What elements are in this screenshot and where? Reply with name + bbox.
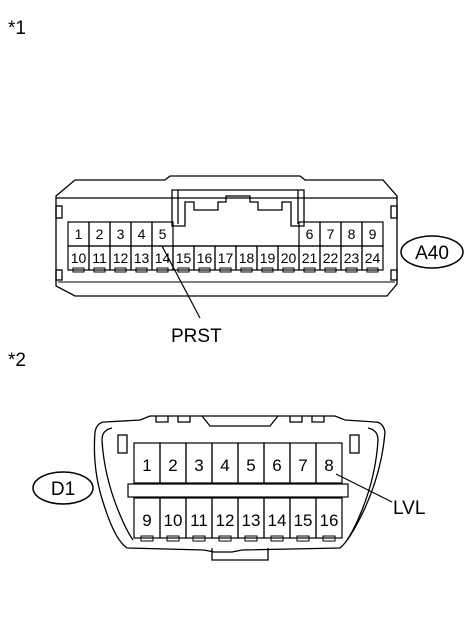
d1-pin-latch	[322, 535, 336, 542]
connector-a40-latch	[171, 189, 305, 227]
d1-pin-latch	[218, 535, 232, 542]
d1-pin-label: 15	[294, 511, 313, 530]
a40-pin-label: 15	[176, 250, 192, 266]
a40-pin-label: 6	[306, 226, 314, 242]
connector-d1-id-bubble	[32, 471, 94, 505]
a40-pin-label: 1	[75, 226, 83, 242]
connector-d1	[93, 415, 386, 561]
d1-pin-label: 16	[320, 511, 339, 530]
d1-pin-label: 2	[168, 456, 177, 475]
a40-pin-label: 17	[218, 250, 234, 266]
a40-pin-label: 10	[71, 250, 87, 266]
d1-pin-cell	[315, 497, 343, 539]
d1-pin-label: 11	[190, 511, 208, 530]
a40-pin-latch	[93, 267, 106, 273]
a40-pin-label: 11	[92, 250, 107, 266]
d1-pin-label: 7	[298, 456, 307, 475]
a40-pin-latch	[303, 267, 316, 273]
a40-pin-label: 18	[239, 250, 255, 266]
a40-pin-cell	[361, 221, 384, 247]
a40-pin-latch	[72, 267, 85, 273]
d1-pin-label: 1	[142, 456, 151, 475]
d1-pin-latch	[244, 535, 258, 542]
a40-pin-label: 2	[96, 226, 104, 242]
connector-d1-housing	[93, 415, 386, 553]
lvl-leader-line	[335, 473, 393, 503]
a40-pin-label: 7	[327, 226, 335, 242]
a40-pin-latch	[177, 267, 190, 273]
d1-pin-label: 4	[220, 456, 229, 475]
d1-pin-label: 12	[216, 511, 235, 530]
connector-a40-id-bubble	[400, 235, 464, 269]
connector-d1-bottom-key	[211, 548, 269, 561]
a40-pin-label: 12	[113, 250, 129, 266]
d1-center-bar	[127, 483, 349, 498]
connector-a40	[55, 175, 398, 297]
a40-pin-label: 24	[365, 250, 381, 266]
d1-pin-latch	[270, 535, 284, 542]
a40-pin-label: 4	[138, 226, 146, 242]
a40-pin-label: 19	[260, 250, 276, 266]
d1-pin-latch	[140, 535, 154, 542]
d1-pin-latch	[192, 535, 206, 542]
d1-pin-label: 13	[242, 511, 261, 530]
d1-pin-label: 14	[268, 511, 287, 530]
a40-pin-latch	[240, 267, 253, 273]
a40-pin-latch	[135, 267, 148, 273]
d1-pin-label: 5	[246, 456, 255, 475]
prst-leader-line	[161, 245, 201, 319]
a40-pin-latch	[219, 267, 232, 273]
d1-pin-label: 6	[272, 456, 281, 475]
a40-pin-latch	[198, 267, 211, 273]
d1-pin-cell	[315, 442, 343, 484]
prst-label: PRST	[171, 326, 222, 347]
a40-pin-label: 13	[134, 250, 150, 266]
a40-pin-label: 8	[348, 226, 356, 242]
connector-a40-housing	[55, 175, 398, 297]
a40-pin-latch	[156, 267, 169, 273]
note-marker-2: *2	[8, 350, 26, 371]
d1-pin-label: 9	[142, 511, 151, 530]
connector-d1-id-label: D1	[51, 479, 75, 500]
a40-pin-label: 23	[344, 250, 360, 266]
a40-pin-latch	[345, 267, 358, 273]
a40-pin-label: 20	[281, 250, 297, 266]
a40-pin-latch	[261, 267, 274, 273]
a40-pin-latch	[114, 267, 127, 273]
a40-pin-latch	[324, 267, 337, 273]
lvl-label: LVL	[393, 498, 425, 519]
d1-pin-latch	[296, 535, 310, 542]
a40-pin-latch	[366, 267, 379, 273]
a40-pin-label: 21	[302, 250, 318, 266]
a40-pin-label: 9	[369, 226, 377, 242]
a40-pin-label: 5	[159, 226, 167, 242]
d1-pin-label: 3	[194, 456, 203, 475]
d1-pin-label: 10	[164, 511, 183, 530]
d1-pin-label: 8	[324, 456, 333, 475]
a40-pin-latch	[282, 267, 295, 273]
connector-a40-id-label: A40	[415, 243, 449, 264]
a40-pin-label: 16	[197, 250, 213, 266]
a40-pin-label: 3	[117, 226, 125, 242]
a40-pin-label: 22	[323, 250, 339, 266]
note-marker-1: *1	[8, 18, 26, 39]
d1-pin-latch	[166, 535, 180, 542]
